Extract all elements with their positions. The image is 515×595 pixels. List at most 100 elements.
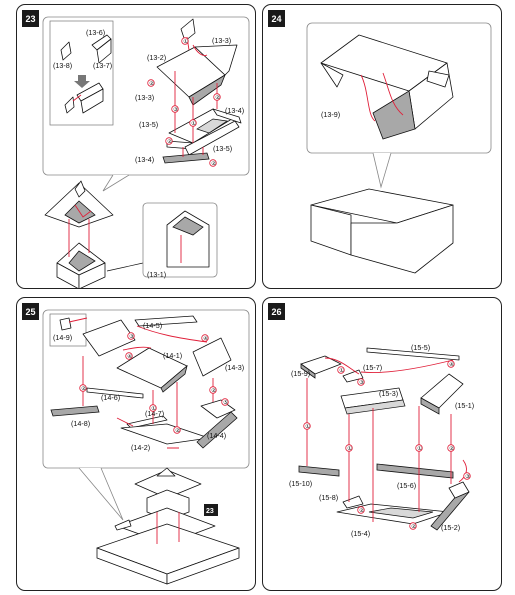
step-mark: ④: [203, 335, 208, 342]
callout-pointer: [102, 174, 130, 192]
step-26-diagram: (15-5) (15-9) (15-7) (15-3) (15-1) (15-1…: [289, 343, 474, 538]
part-15-9-side: [300, 363, 316, 379]
label-15-5: (15-5): [411, 343, 430, 352]
guide-line: [122, 325, 208, 351]
step-mark: ①: [417, 445, 422, 452]
step-mark: ④: [127, 353, 132, 360]
roof-part-14-1-shade: [160, 364, 188, 393]
step-number-badge: 26: [268, 303, 285, 320]
label-15-3: (15-3): [379, 389, 398, 398]
rail-14-6: [86, 387, 144, 399]
label-14-2: (14-2): [131, 443, 150, 452]
step-mark: ②: [167, 138, 172, 145]
step-mark: ②: [81, 385, 86, 392]
label-13-5-right: (13-5): [213, 144, 232, 153]
upper-roof: [134, 469, 202, 499]
frame-base-13-4: [162, 152, 210, 164]
step-mark: ③: [129, 333, 134, 340]
part-15-8: [342, 495, 364, 509]
step-mark: ②: [175, 427, 180, 434]
roof-underside: [188, 74, 226, 106]
roof-tip: [74, 180, 86, 198]
guide-line: [458, 459, 467, 483]
frame-rail-13-4: [212, 108, 242, 124]
label-13-6: (13-6): [86, 28, 105, 37]
label-14-1: (14-1): [163, 351, 182, 360]
label-15-6: (15-6): [397, 481, 416, 490]
label-15-2: (15-2): [441, 523, 460, 532]
ref-step-number: 23: [206, 508, 214, 515]
label-14-8: (14-8): [71, 419, 90, 428]
base-frame-opening: [368, 507, 434, 519]
label-13-2: (13-2): [147, 53, 166, 62]
guide-line: [116, 417, 179, 449]
ridge-part-14-5: [134, 315, 198, 327]
part-assembled-a: [64, 96, 75, 114]
label-14-9: (14-9): [53, 333, 72, 342]
label-14-7: (14-7): [145, 409, 164, 418]
step-mark: ②: [149, 80, 154, 87]
ref-step-badge: [204, 504, 218, 516]
part-13-7: [96, 38, 112, 64]
step-mark: ①: [339, 367, 344, 374]
frame-rail-13-5: [184, 120, 240, 156]
part-13-1-fold: [172, 216, 204, 236]
step-mark: ③: [173, 106, 178, 113]
building-wall-left: [56, 262, 80, 288]
rail-15-10: [298, 465, 340, 477]
roof-part-15-1-shade: [420, 397, 440, 415]
guide-line: [360, 72, 404, 122]
roof-underside: [372, 90, 416, 140]
roof-crest: [156, 467, 176, 477]
label-15-10: (15-10): [289, 479, 312, 488]
label-13-9: (13-9): [321, 110, 340, 119]
label-14-6: (14-6): [101, 393, 120, 402]
roof-tab: [426, 70, 450, 88]
ridge-part-15-5: [366, 347, 460, 361]
part-assembled-c: [80, 88, 104, 114]
part-14-7: [126, 415, 168, 429]
step-mark: ①: [191, 120, 196, 127]
rail-15-6: [376, 463, 454, 479]
step-mark: ①: [151, 405, 156, 412]
building-wall-right: [78, 262, 106, 288]
step-25-diagram: (14-9) (14-5) (14-1) (14-3) (14-6) (14-7…: [42, 309, 250, 585]
step-number-badge: 25: [22, 303, 39, 320]
step-mark: ②: [215, 94, 220, 101]
label-14-4: (14-4): [207, 431, 226, 440]
attach-flap: [114, 519, 132, 531]
step-mark: ②: [411, 523, 416, 530]
label-13-8: (13-8): [53, 61, 72, 70]
building-opening: [68, 250, 96, 272]
step-mark: ①: [347, 445, 352, 452]
part-14-9: [59, 317, 72, 331]
step-mark: ③: [359, 379, 364, 386]
label-13-3-top: (13-3): [212, 36, 231, 45]
label-13-3-left: (13-3): [135, 93, 154, 102]
label-15-1: (15-1): [455, 401, 474, 410]
label-15-9: (15-9): [291, 369, 310, 378]
frame-opening: [196, 118, 228, 134]
step-24-panel: 24 (13-9): [262, 4, 502, 289]
guide-line: [72, 94, 82, 102]
rail-14-8: [50, 405, 100, 417]
callout-pointer: [78, 467, 124, 521]
step-mark: ②: [211, 387, 216, 394]
step-23-panel: 23 (13-6) (13-8) (13-7) (13-3) (13-2) (1…: [16, 4, 256, 289]
base-side-right: [166, 547, 240, 585]
label-13-1: (13-1): [147, 270, 166, 279]
guide-line: [74, 204, 92, 218]
roof-part-14-3: [192, 337, 232, 377]
label-13-7: (13-7): [93, 61, 112, 70]
step-mark: ④: [449, 361, 454, 368]
label-14-3: (14-3): [225, 363, 244, 372]
step-mark: ③: [465, 473, 470, 480]
base-corner: [448, 481, 470, 499]
roof-panel-13-3: [194, 44, 238, 76]
roof-left-flap: [320, 62, 344, 88]
step-mark: ⑤: [223, 399, 228, 406]
step-mark: ①: [305, 423, 310, 430]
step-number-badge: 23: [22, 10, 39, 27]
roof-ridge-part: [180, 18, 196, 42]
label-14-5: (14-5): [143, 321, 162, 330]
